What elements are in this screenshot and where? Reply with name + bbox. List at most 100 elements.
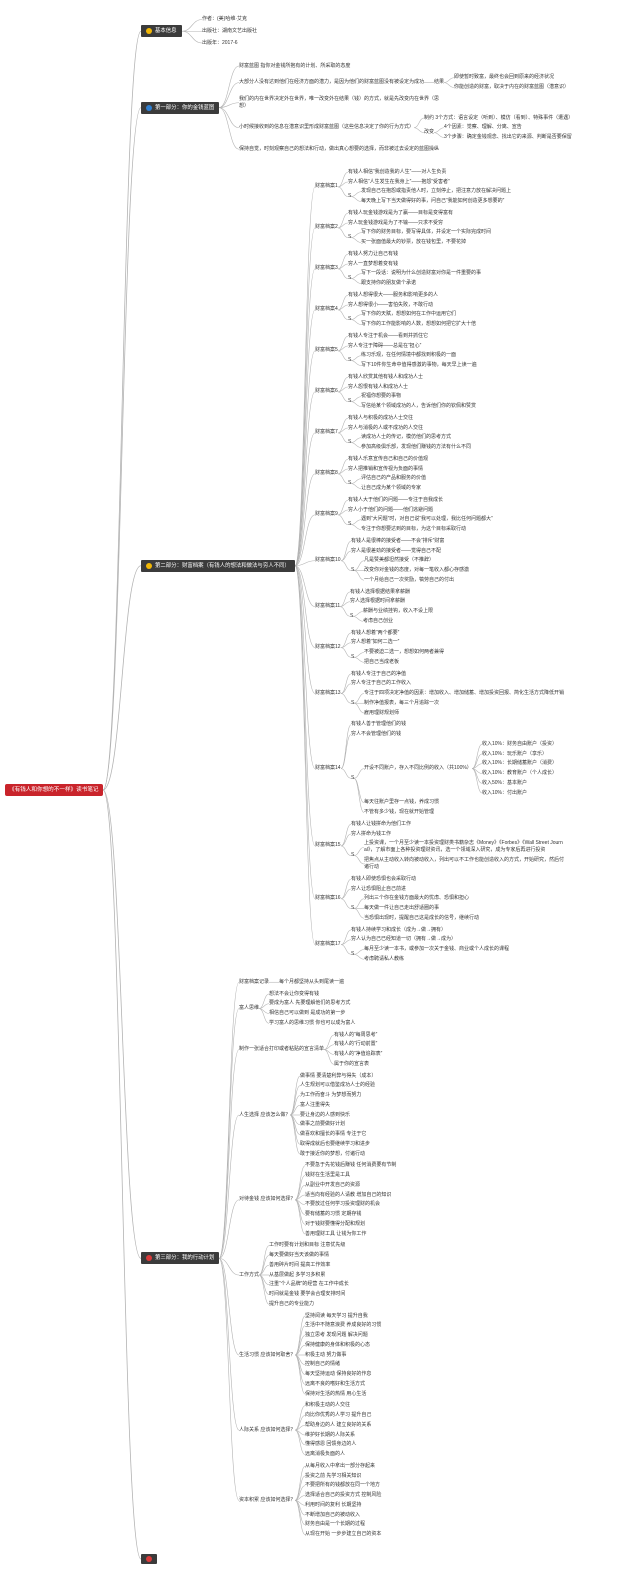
flag-icon (146, 1255, 152, 1262)
node-label: 薪酬与业绩挂钩，收入不设上限 (363, 608, 434, 614)
node-label: 远离不良的嗜好和生活方式 (305, 1380, 366, 1387)
connector-line (294, 1199, 306, 1235)
leaf-node: 祝福你想要的事物 (361, 393, 401, 400)
node-label: 穷人不会管理他们的钱 (351, 731, 402, 737)
leaf-node: 有钱人选择根据结果拿薪酬 (350, 589, 410, 596)
connector-line (340, 647, 352, 658)
node-label: 利用时间的复利 长期坚持 (305, 1501, 362, 1508)
node-label: 参加高级俱乐部，发现他们赚钱的方法有什么不同 (361, 444, 472, 450)
leaf-node: 有钱人让钱拼命为他们工作 (351, 821, 411, 828)
connector-line (413, 127, 425, 133)
node-label: 对待金钱 应该如何选择？ (239, 1196, 296, 1203)
topic-node: S (348, 316, 351, 323)
node-label: 适当向有经验的人请教 增加自己的知识 (305, 1191, 392, 1198)
connector-line (340, 768, 352, 779)
leaf-node: 有钱人的“每周思考” (334, 1032, 377, 1039)
connector-line (294, 565, 316, 945)
node-label: 专注于四项决定净值的因素：增加收入、增加储蓄、增加投资回报、简化生活方式降低开销 (364, 690, 565, 696)
leaf-node: 从副业中开发自己的资源 (305, 1182, 360, 1189)
node-label: 富人注重得失 (300, 1101, 331, 1108)
leaf-node: 有钱人玩金钱游戏是为了赢——目标是变得富有 (348, 210, 453, 217)
node-label: 财富档案14 (315, 765, 341, 772)
leaf-node: 出版年：2017-6 (202, 40, 238, 47)
node-label: 发现自己在抱怨或指责他人时，立刻停止，把注意力放在解决问题上 (361, 188, 512, 195)
connector-line (258, 1274, 270, 1295)
leaf-node: 积极主动 努力做事 (305, 1352, 346, 1359)
connector-line (337, 186, 349, 197)
node-label: 对于钱财要懂得分配和规划 (305, 1220, 366, 1227)
node-label: 制约 3个方式：语言设定（听到）、模仿（看到）、特殊事件（遭遇） (424, 114, 574, 121)
node-label: 读成功人士的传记，模仿他们的思考方式 (361, 434, 452, 441)
topic-node: 财富档案5 (315, 347, 338, 354)
node-label: 跟支持你的朋友做个承诺 (361, 280, 417, 286)
connector-line (350, 232, 362, 238)
node-label: 有钱人欣赏其他有钱人和成功人士 (348, 373, 424, 380)
node-label: S (348, 398, 352, 405)
branch-node (141, 1554, 157, 1564)
leaf-node: 写信给某个领域成功的人，告诉他们你的钦佩和赞赏 (361, 403, 476, 410)
topic-node: S (348, 193, 351, 200)
connector-line (337, 514, 349, 525)
node-label: 把自己当成老板 (364, 658, 400, 665)
node-label: 独立思考 发现问题 解决问题 (305, 1332, 368, 1338)
leaf-node: 有钱人乐意宣传自己和自己的价值观 (348, 456, 428, 463)
connector-line (218, 1258, 240, 1276)
star-icon (146, 28, 152, 35)
connector-line (337, 227, 349, 238)
leaf-node: 穷人与消极的人或不成功的人交往 (348, 425, 423, 432)
node-label: 穷人认为自己已经知道一切（拥有→做→成为） (351, 936, 457, 943)
leaf-node: 写下你的天赋，想想如何在工作中运用它们 (361, 311, 456, 318)
node-label: 有钱人的“净值追踪表” (334, 1051, 383, 1057)
leaf-node: 不断增加自己的被动收入 (305, 1512, 360, 1519)
connector-line (340, 693, 352, 704)
connector-line (353, 778, 365, 804)
leaf-node: 上投资课，一个月至少读一本投资理财类书籍杂志《Money》《Forbes》《Wa… (364, 840, 564, 854)
topic-node: S (351, 654, 354, 661)
connector-line (350, 437, 362, 443)
leaf-node: 保持对生活的热情 用心生活 (305, 1391, 366, 1398)
connector-line (294, 565, 316, 694)
topic-node: 人际关系 应该如何选择？ (239, 1427, 295, 1434)
leaf-node: 每个月都坚持从头到尾读一遍 (279, 979, 344, 986)
node-label: 帮助身边的人 建立良好的关系 (305, 1421, 372, 1428)
node-label: 有钱人的“行动前置” (334, 1041, 378, 1048)
leaf-node: 远离消极负面的人 (305, 1451, 345, 1458)
connector-line (353, 855, 365, 865)
leaf-node: 善用理财工具 让钱为你工作 (305, 1231, 366, 1238)
leaf-node: 有钱人专注于机会——看到并抓住它 (348, 333, 428, 340)
leaf-node: 每天晚上写下当天做得好的事，问自己“我能如何创造更多想要的” (361, 198, 504, 205)
node-label: 有钱人想着“两个都要” (351, 629, 400, 636)
node-label: 祝福你想要的事物 (361, 393, 402, 400)
leaf-node: 善用碎片时间 提高工作效率 (269, 1262, 330, 1269)
leaf-node: 每天做一件让自己走出舒适圈的事 (364, 905, 439, 912)
node-label: 钱财在生活里是工具 (305, 1172, 351, 1178)
leaf-node: 钱财在生活里是工具 (305, 1172, 350, 1179)
connector-line (353, 898, 365, 909)
node-label: 有钱人专注于自己的净值 (351, 670, 407, 677)
node-label: 出版年：2017-6 (202, 39, 238, 46)
leaf-node: 保持健康的身体和积极的心态 (305, 1342, 370, 1349)
leaf-node: 相信自己可以做到 是成功的第一步 (269, 1010, 345, 1017)
topic-node: 开设不同账户，存入不同比例的收入（共100%） (364, 765, 472, 772)
node-label: S (348, 439, 352, 446)
connector-line (294, 309, 316, 567)
topic-node: 财富档案16 (315, 895, 341, 902)
connector-line (350, 319, 362, 325)
node-label: 富人思维 (239, 1005, 260, 1012)
leaf-node: 对于钱财要懂得分配和规划 (305, 1221, 365, 1228)
node-label: S (351, 774, 355, 781)
node-label: 收入10%：教育账户（个人成长） (482, 770, 558, 776)
node-label: 收入10%：玩乐账户（享乐） (482, 750, 548, 757)
node-label: 写下10件你生命中值得感激的事物，每天早上读一遍 (361, 362, 477, 368)
node-label: 穷人专注于自己的工作收入 (351, 680, 412, 687)
connector-line (340, 878, 352, 900)
connector-line (181, 30, 203, 44)
leaf-node: 写下你的工作能影响的人数，想想如何把它扩大十倍 (361, 321, 476, 328)
leaf-node: 出版社：湖南文艺出版社 (202, 28, 257, 35)
node-label: 考虑自己创业 (363, 617, 394, 624)
node-label: 穷人拼命为钱工作 (351, 830, 392, 837)
leaf-node: 穷人拼命为钱工作 (351, 831, 391, 838)
node-label: 财富档案13 (315, 690, 341, 696)
connector-line (433, 132, 445, 138)
branch-node: 第二部分：财富档案（有钱人的想法和做法与穷人不同） (141, 559, 295, 572)
